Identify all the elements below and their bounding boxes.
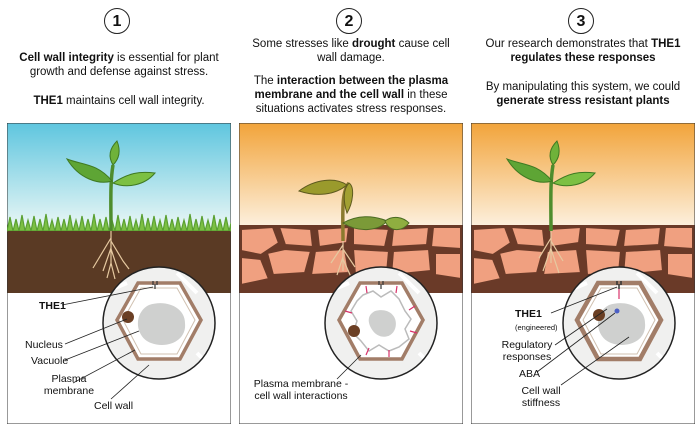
- panel-2: 2 Some stresses like drought cause cell …: [238, 0, 464, 432]
- label-vacuole: Vacuole: [31, 355, 69, 367]
- label-cell-wall: Cell wall: [94, 400, 134, 412]
- cracked-soil: [240, 225, 462, 287]
- leader-lines: [536, 286, 630, 386]
- drought-plant-illustration: [238, 122, 464, 425]
- roots: [330, 241, 356, 278]
- magnified-cell-view: [103, 267, 215, 379]
- grass: [6, 213, 232, 232]
- wilted-plant: [297, 179, 410, 242]
- panel-2-text-1: Some stresses like drought cause cell: [252, 38, 450, 50]
- label-the1: THE1: [39, 300, 66, 312]
- panel-1-text-3: THE1 maintains cell wall integrity.: [33, 95, 205, 107]
- the1-receptor-icon: [378, 281, 384, 289]
- panel-1-text-2: growth and defense against stress.: [29, 66, 209, 78]
- resistant-plant-illustration: [470, 122, 696, 425]
- label-engineered: (engineered): [515, 323, 558, 332]
- the1-receptor-icon: [616, 281, 622, 289]
- panel-2-text-2: wall damage.: [317, 52, 385, 64]
- label-the1: THE1: [515, 308, 542, 320]
- sky: [7, 123, 231, 232]
- leader-line: [336, 354, 362, 380]
- step-number: 1: [104, 8, 130, 34]
- leader-lines: [61, 286, 154, 400]
- vacuole-shape: [368, 310, 396, 337]
- plant: [65, 140, 156, 232]
- plant: [505, 140, 596, 232]
- step-number: 2: [336, 8, 362, 34]
- panel-2-text-3: The interaction between the plasma: [253, 75, 449, 87]
- healthy-plant-illustration: [6, 122, 232, 425]
- label-aba: ABA: [519, 368, 541, 380]
- panel-3-text-1: Our research demonstrates that THE1: [485, 38, 681, 50]
- roots: [538, 231, 564, 274]
- label-nucleus: Nucleus: [25, 339, 63, 351]
- nucleus-dot: [348, 325, 360, 337]
- panel-3: 3 Our research demonstrates that THE1 re…: [470, 0, 696, 432]
- scene-drought-plant: Plasma membrane -cell wall interactions: [238, 122, 464, 425]
- interaction-marks: [344, 285, 418, 357]
- label-membrane-cell-wall-interactions: Plasma membrane -cell wall interactions: [253, 378, 349, 402]
- step-number: 3: [568, 8, 594, 34]
- panel-3-text-4: generate stress resistant plants: [496, 95, 670, 107]
- the1-receptor-icon: [152, 281, 158, 289]
- vacuole-shape: [597, 303, 646, 345]
- panel-1-text-1: Cell wall integrity is essential for pla…: [19, 52, 219, 64]
- roots: [92, 231, 130, 280]
- panel-3-text-2: regulates these responses: [510, 52, 656, 64]
- panel-1: 1 Cell wall integrity is essential for p…: [6, 0, 232, 432]
- aba-dot: [614, 308, 620, 314]
- panel-3-text-3: By manipulating this system, we could: [485, 81, 681, 93]
- panel-2-text-5: situations activates stress responses.: [255, 103, 447, 115]
- nucleus-dot: [122, 311, 134, 323]
- vacuole-shape: [137, 303, 186, 345]
- panel-2-text-4: membrane and the cell wall in these: [254, 89, 448, 101]
- sky: [239, 123, 463, 232]
